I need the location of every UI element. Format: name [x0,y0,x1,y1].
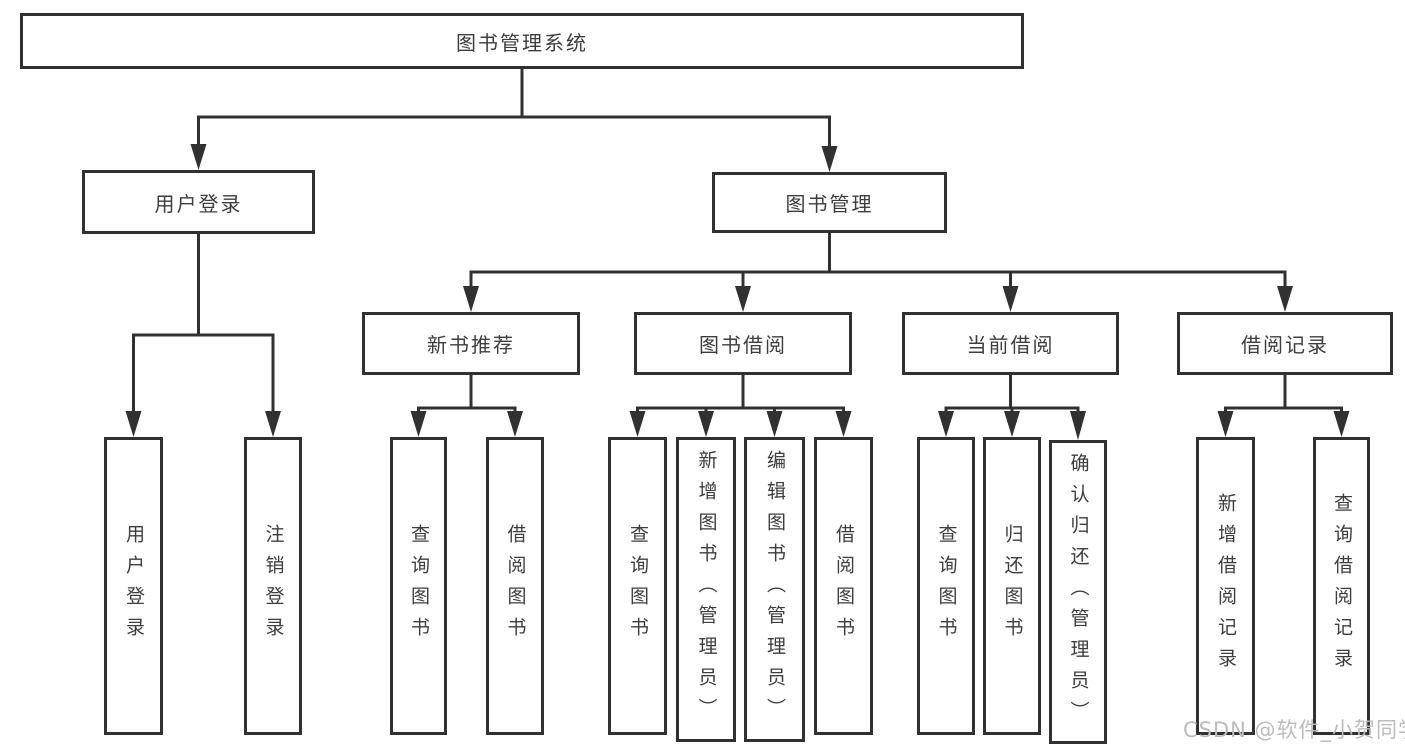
csdn-watermark: CSDN @软件_小贺同学 [1183,718,1405,742]
leaf-borrow-book-1: 借阅图书 [486,437,544,735]
edge-user-login-to-leaves [125,232,281,437]
edge-root-to-level2 [190,67,838,172]
node-book-management: 图书管理 [712,172,947,233]
edge-book-borrow-to-leaves [629,373,852,437]
leaf-query-book-3: 查询图书 [917,437,975,735]
node-current-borrow: 当前借阅 [902,312,1119,375]
leaf-query-book-2: 查询图书 [608,437,667,735]
leaf-confirm-return-admin: 确认归还（管理员） [1049,440,1107,744]
leaf-add-borrow-record: 新增借阅记录 [1196,437,1255,735]
node-new-book-recommend: 新书推荐 [362,312,580,375]
leaf-borrow-book-2: 借阅图书 [814,437,873,735]
leaf-add-book-admin: 新增图书（管理员） [676,437,736,742]
leaf-return-book: 归还图书 [983,437,1041,735]
leaf-edit-book-admin: 编辑图书（管理员） [744,437,805,742]
node-book-borrow: 图书借阅 [634,312,852,375]
edge-book-mgmt-to-level3 [463,231,1293,312]
node-borrow-record: 借阅记录 [1177,312,1393,375]
node-root-system: 图书管理系统 [20,13,1024,69]
leaf-query-borrow-record: 查询借阅记录 [1313,437,1370,735]
node-user-login: 用户登录 [82,170,315,234]
edge-borrow-record-to-leaves [1217,373,1350,437]
leaf-query-book-1: 查询图书 [390,437,447,735]
edge-current-borrow-to-leaves [938,373,1086,440]
leaf-logout: 注销登录 [244,437,302,735]
edge-new-book-to-leaves [410,373,523,437]
leaf-user-login: 用户登录 [104,437,163,735]
